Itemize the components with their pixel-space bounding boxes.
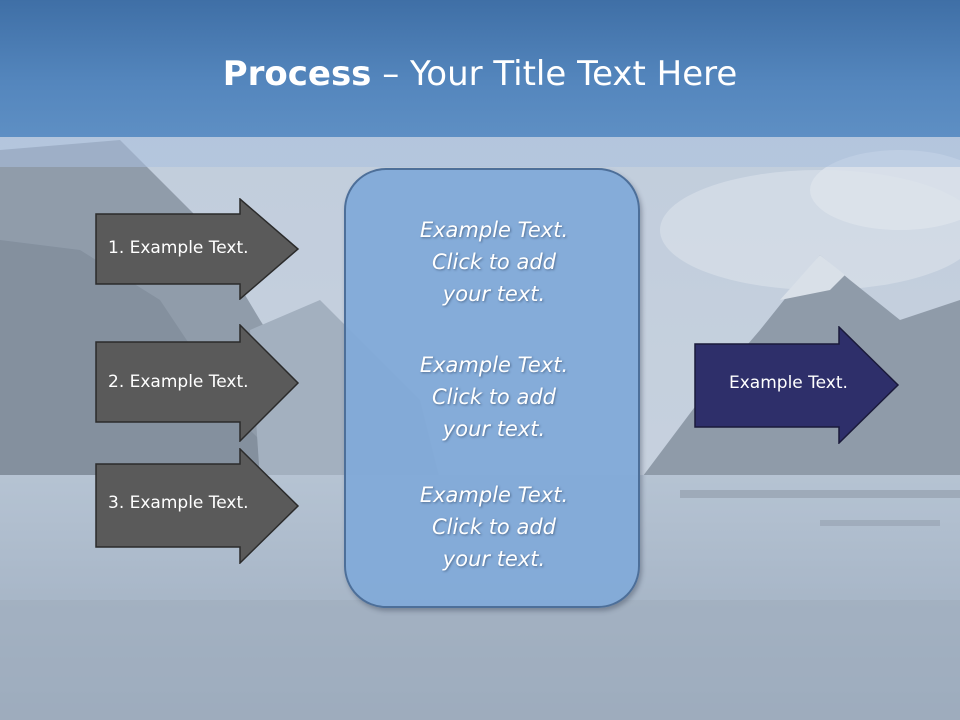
title-bar: [0, 0, 960, 137]
center-block-3-line-3: your text.: [442, 547, 546, 571]
step-arrow-1-label: 1. Example Text.: [108, 238, 249, 258]
title-bold-part: Process: [222, 54, 372, 94]
step-arrow-3-label: 3. Example Text.: [108, 493, 249, 513]
center-block-1-line-3: your text.: [442, 282, 546, 306]
center-block-2-line-3: your text.: [442, 417, 546, 441]
center-block-1: Example Text. Click to add your text.: [346, 214, 642, 310]
center-block-2-line-1: Example Text.: [419, 353, 569, 377]
slide-title[interactable]: Process – Your Title Text Here: [0, 52, 960, 96]
step-arrow-2-label: 2. Example Text.: [108, 372, 249, 392]
center-block-3-line-2: Click to add: [431, 515, 556, 539]
result-arrow[interactable]: Example Text.: [694, 326, 900, 444]
step-arrow-1[interactable]: 1. Example Text.: [95, 198, 300, 300]
title-strip: [0, 137, 960, 167]
title-rest-part: – Your Title Text Here: [371, 54, 738, 94]
step-arrow-3-shape: [95, 448, 300, 564]
center-block-1-line-1: Example Text.: [419, 218, 569, 242]
center-block-3-line-1: Example Text.: [419, 483, 569, 507]
step-arrow-2-shape: [95, 324, 300, 442]
center-block-1-line-2: Click to add: [431, 250, 556, 274]
center-block-2: Example Text. Click to add your text.: [346, 349, 642, 445]
result-arrow-label: Example Text.: [729, 373, 848, 393]
result-arrow-shape: [694, 326, 900, 444]
center-content-box[interactable]: Example Text. Click to add your text. Ex…: [344, 168, 640, 608]
step-arrow-2[interactable]: 2. Example Text.: [95, 324, 300, 442]
step-arrow-1-shape: [95, 198, 300, 300]
step-arrow-3[interactable]: 3. Example Text.: [95, 448, 300, 564]
center-block-2-line-2: Click to add: [431, 385, 556, 409]
center-block-3: Example Text. Click to add your text.: [346, 479, 642, 575]
